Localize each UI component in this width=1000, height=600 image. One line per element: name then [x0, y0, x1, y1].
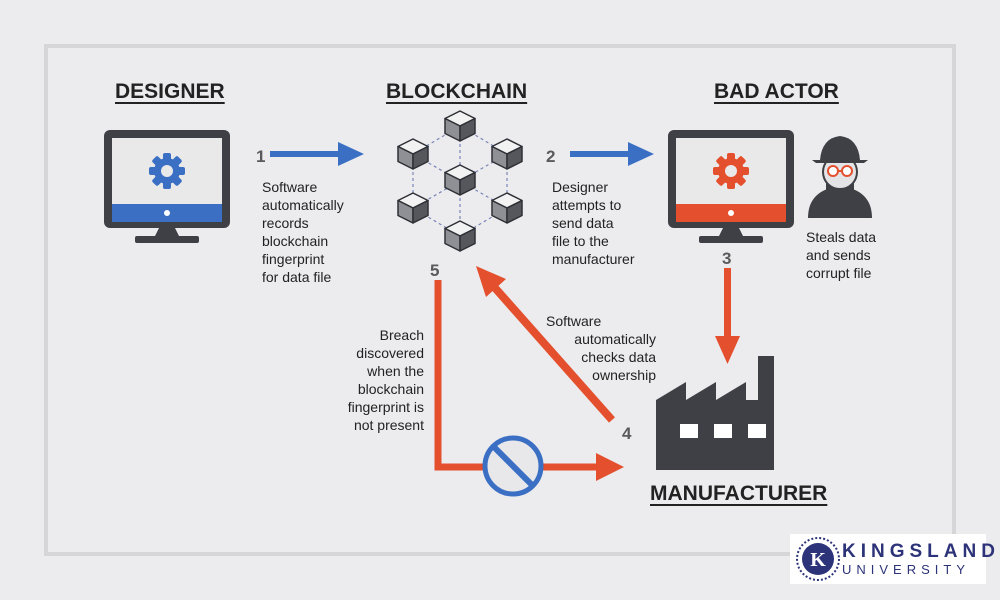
step-number-2: 2 — [546, 147, 556, 166]
step-number-3: 3 — [722, 249, 732, 268]
diagram-panel — [44, 44, 956, 556]
arrow-icon — [476, 266, 615, 423]
gear-icon — [149, 153, 185, 189]
blockchain-cube — [444, 110, 476, 142]
blockchain-cube — [444, 164, 476, 196]
blockchain-cube — [491, 138, 523, 170]
logo-mark: K — [810, 549, 826, 571]
blockchain-cube — [397, 192, 429, 224]
logo-line-2: UNIVERSITY — [842, 562, 971, 577]
spy-icon — [808, 136, 872, 218]
heading-bad-actor: BAD ACTOR — [714, 80, 839, 103]
arrow-icon — [715, 268, 740, 364]
arrow-icon — [570, 142, 654, 166]
logo-line-1: KINGSLAND — [842, 541, 1000, 562]
prohibited-icon — [482, 435, 544, 497]
heading-manufacturer: MANUFACTURER — [650, 482, 828, 505]
arrow-icon — [434, 280, 624, 481]
step-number-4: 4 — [622, 424, 632, 443]
blockchain-cube — [397, 138, 429, 170]
arrow-icon — [270, 142, 364, 166]
gear-icon — [713, 153, 749, 189]
heading-blockchain: BLOCKCHAIN — [386, 80, 528, 103]
step-number-1: 1 — [256, 147, 266, 166]
blockchain-cubes-icon — [397, 110, 523, 252]
heading-designer: DESIGNER — [115, 80, 225, 103]
step-number-5: 5 — [430, 261, 440, 280]
blockchain-cube — [491, 192, 523, 224]
blockchain-cube — [444, 220, 476, 252]
factory-icon — [656, 356, 774, 470]
